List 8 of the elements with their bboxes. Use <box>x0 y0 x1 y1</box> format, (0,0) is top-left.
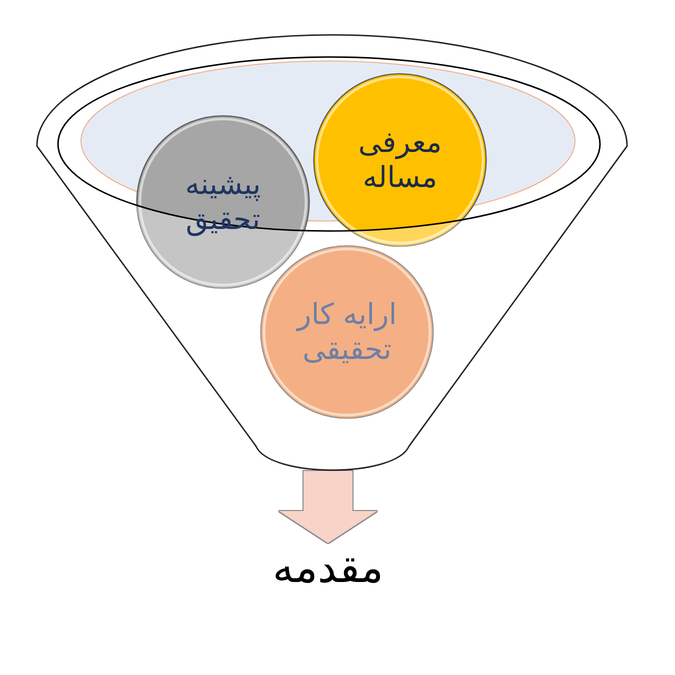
circle-text: ارایه کار تحقیقی <box>295 296 398 368</box>
topic-circle <box>313 73 487 247</box>
topic-circle <box>260 245 434 419</box>
block-arrow <box>279 471 377 543</box>
topic-circle <box>136 115 310 289</box>
funnel-shape <box>35 34 629 471</box>
circle-text: معرفی مساله <box>357 124 443 196</box>
output-label: مقدمه <box>272 543 384 594</box>
